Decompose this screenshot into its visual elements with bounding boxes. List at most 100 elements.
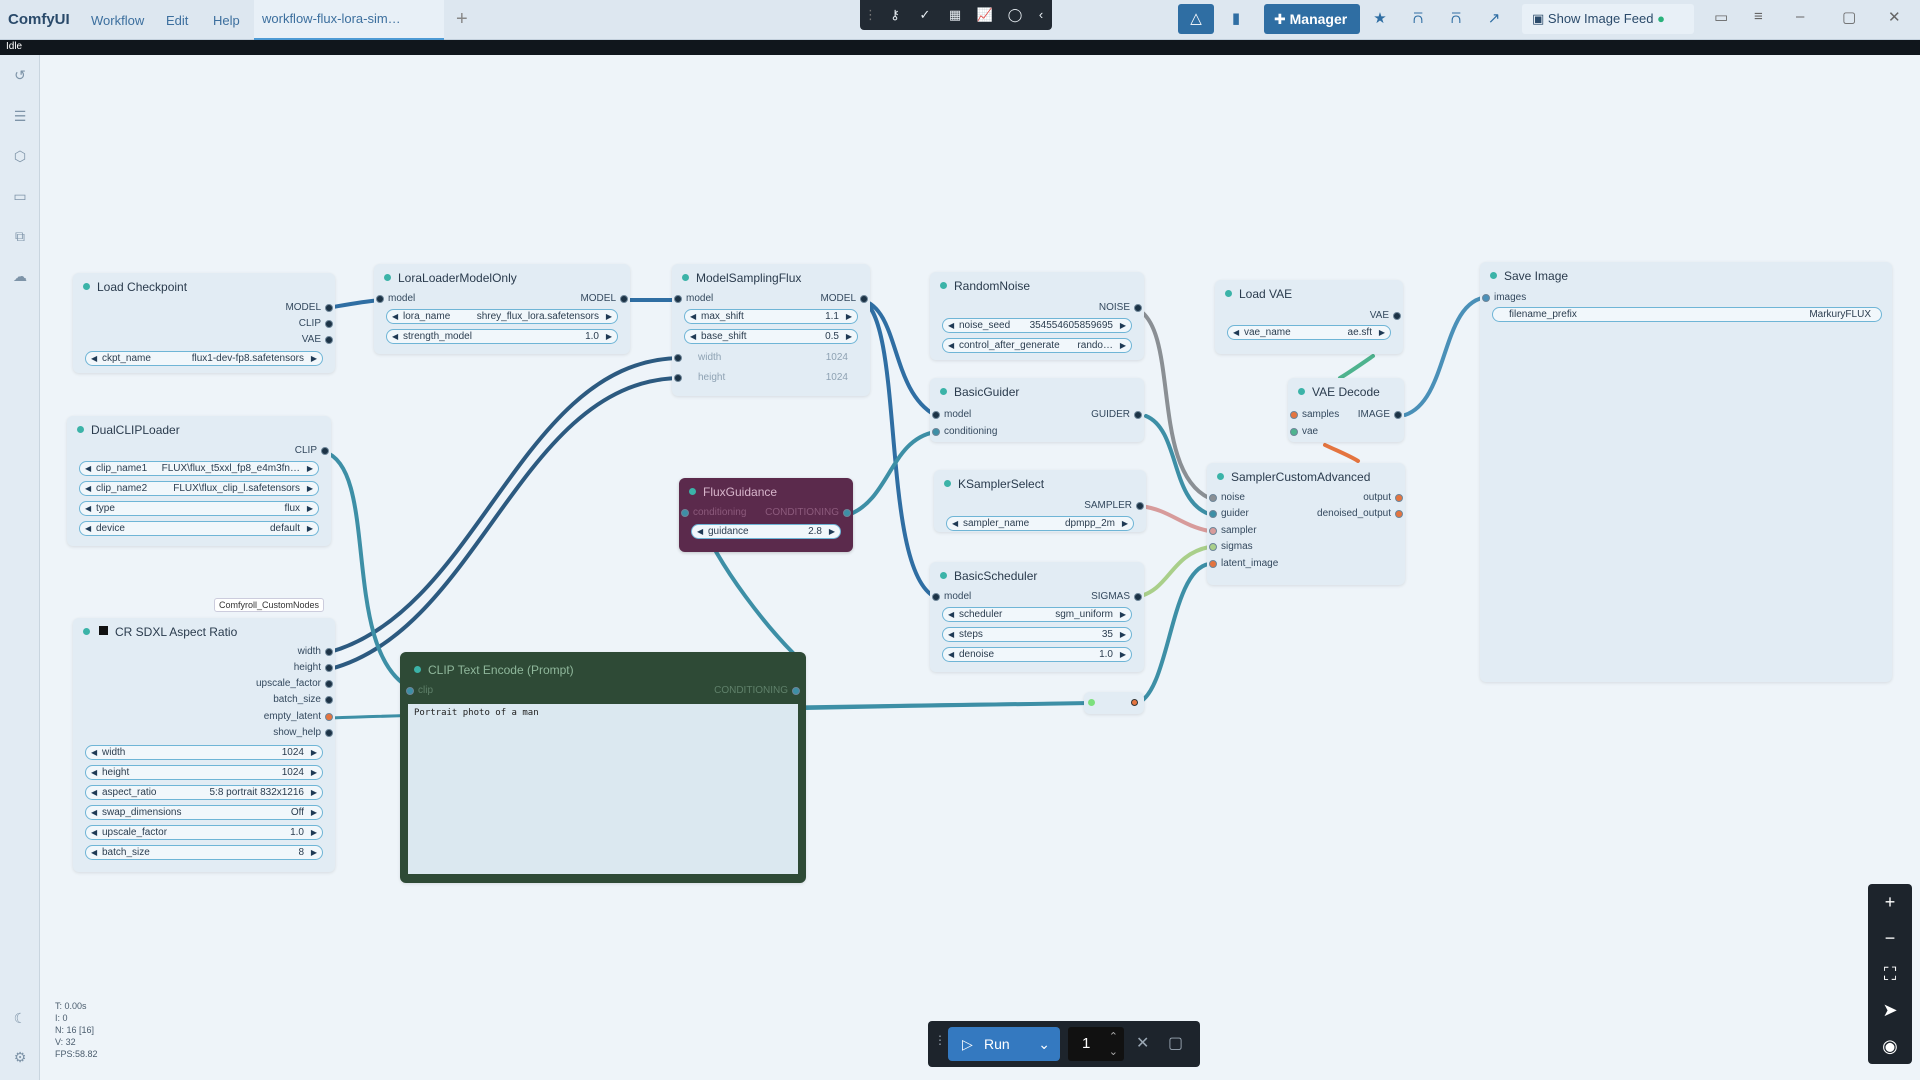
input-pin[interactable]	[1209, 527, 1217, 535]
output-pin[interactable]	[1395, 510, 1403, 518]
star-icon[interactable]: ★	[1373, 10, 1387, 27]
output-sampler[interactable]: SAMPLER	[1046, 499, 1146, 513]
drag-handle-icon[interactable]: ⋮	[934, 1033, 946, 1047]
output-pin[interactable]	[620, 295, 628, 303]
output-vae[interactable]: VAE	[1303, 309, 1403, 323]
input-pin[interactable]	[674, 374, 682, 382]
output-width[interactable]: width	[185, 645, 335, 659]
input-noise[interactable]: noise	[1207, 491, 1287, 505]
output-pin[interactable]	[1134, 411, 1142, 419]
output-pin[interactable]	[1136, 502, 1144, 510]
input-pin[interactable]	[1290, 428, 1298, 436]
input-pin[interactable]	[1209, 494, 1217, 502]
input-pin[interactable]	[932, 411, 940, 419]
output-pin[interactable]	[325, 680, 333, 688]
node-model-sampling-flux[interactable]: ModelSamplingFlux model MODEL ◀max_shift…	[672, 264, 870, 396]
node-cr-sdxl-aspect-ratio[interactable]: CR SDXL Aspect Ratio width height upscal…	[73, 618, 335, 872]
batch-count-input[interactable]: 1 ⌃ ⌄	[1068, 1027, 1124, 1061]
drag-handle-icon[interactable]: ⋮	[864, 7, 877, 22]
input-pin[interactable]	[932, 428, 940, 436]
node-load-checkpoint[interactable]: Load Checkpoint MODEL CLIP VAE ◀ckpt_nam…	[73, 273, 335, 373]
input-vae[interactable]: vae	[1288, 425, 1358, 439]
output-pin[interactable]	[325, 696, 333, 704]
output-batch-size[interactable]: batch_size	[185, 693, 335, 707]
manager-button[interactable]: ✚ Manager	[1264, 4, 1360, 34]
node-vae-decode[interactable]: VAE Decode samples vae IMAGE	[1288, 378, 1404, 442]
input-clip[interactable]: clip	[404, 684, 484, 698]
input-latent-image[interactable]: latent_image	[1207, 557, 1297, 571]
output-image[interactable]: IMAGE	[1354, 408, 1404, 422]
bookmark-icon[interactable]: ▮	[1231, 10, 1241, 27]
prompt-textarea[interactable]: Portrait photo of a man	[408, 704, 798, 874]
panel-toggle-icon[interactable]: ▭	[1714, 9, 1729, 26]
input-pin[interactable]	[1209, 543, 1217, 551]
chart-icon[interactable]: 📈	[976, 7, 994, 22]
run-button[interactable]: ▷ Run ⌄	[948, 1027, 1060, 1061]
output-pin[interactable]	[325, 729, 333, 737]
check-circle-icon[interactable]: ✓	[919, 7, 931, 22]
output-pin[interactable]	[843, 509, 851, 517]
input-pin[interactable]	[674, 295, 682, 303]
collapse-chevron-icon[interactable]: ‹	[1038, 7, 1044, 22]
node-basic-guider[interactable]: BasicGuider model conditioning GUIDER	[930, 378, 1144, 442]
output-pin[interactable]	[325, 713, 333, 721]
node-sampler-custom-advanced[interactable]: SamplerCustomAdvanced noise guider sampl…	[1207, 463, 1405, 585]
workflows-folder-icon[interactable]: ▭	[13, 188, 27, 204]
output-height[interactable]: height	[185, 661, 335, 675]
reroute-output-pin[interactable]	[1131, 699, 1138, 706]
show-image-feed-button[interactable]: ▣ Show Image Feed ●	[1522, 4, 1694, 34]
output-pin[interactable]	[1393, 312, 1401, 320]
hamburger-menu-icon[interactable]: ≡	[1754, 8, 1763, 25]
output-conditioning[interactable]: CONDITIONING	[753, 506, 853, 520]
output-vae[interactable]: VAE	[135, 333, 335, 347]
node-library-icon[interactable]: ⧉	[15, 228, 25, 244]
menu-help[interactable]: Help	[213, 13, 240, 28]
eye-icon[interactable]: ◉	[1882, 1036, 1898, 1056]
cancel-icon[interactable]: ✕	[1136, 1035, 1150, 1052]
output-pin[interactable]	[860, 295, 868, 303]
input-model[interactable]: model	[930, 590, 1020, 604]
input-pin[interactable]	[674, 354, 682, 362]
input-model[interactable]: model	[930, 408, 1020, 422]
workflow-tab[interactable]: workflow-flux-lora-sim…	[254, 0, 444, 40]
share-node-icon[interactable]: ⩃	[1412, 10, 1424, 27]
zoom-out-icon[interactable]: −	[1884, 928, 1896, 948]
input-pin[interactable]	[1290, 411, 1298, 419]
decrement-icon[interactable]: ⌄	[1108, 1046, 1118, 1058]
add-tab-icon[interactable]: +	[456, 8, 468, 30]
menu-workflow[interactable]: Workflow	[91, 13, 145, 28]
chevron-down-icon[interactable]: ⌄	[1038, 1036, 1050, 1052]
reroute-input-pin[interactable]	[1088, 699, 1095, 706]
input-pin[interactable]	[1209, 510, 1217, 518]
input-pin[interactable]	[681, 509, 689, 517]
output-clip[interactable]: CLIP	[135, 317, 335, 331]
input-samples[interactable]: samples	[1288, 408, 1358, 422]
input-sampler[interactable]: sampler	[1207, 524, 1287, 538]
input-pin[interactable]	[1209, 560, 1217, 568]
input-sigmas[interactable]: sigmas	[1207, 540, 1287, 554]
zoom-in-icon[interactable]: +	[1884, 892, 1896, 912]
github-icon[interactable]: ◯	[1007, 7, 1023, 22]
key-icon[interactable]: ⚷	[890, 7, 900, 22]
settings-gear-icon[interactable]: ⚙	[13, 1049, 27, 1065]
theme-moon-icon[interactable]: ☾	[13, 1010, 27, 1026]
stop-icon[interactable]: ▢	[1168, 1035, 1184, 1052]
output-pin[interactable]	[1134, 593, 1142, 601]
output-conditioning[interactable]: CONDITIONING	[682, 684, 802, 698]
output-noise[interactable]: NOISE	[1044, 301, 1144, 315]
input-pin[interactable]	[932, 593, 940, 601]
